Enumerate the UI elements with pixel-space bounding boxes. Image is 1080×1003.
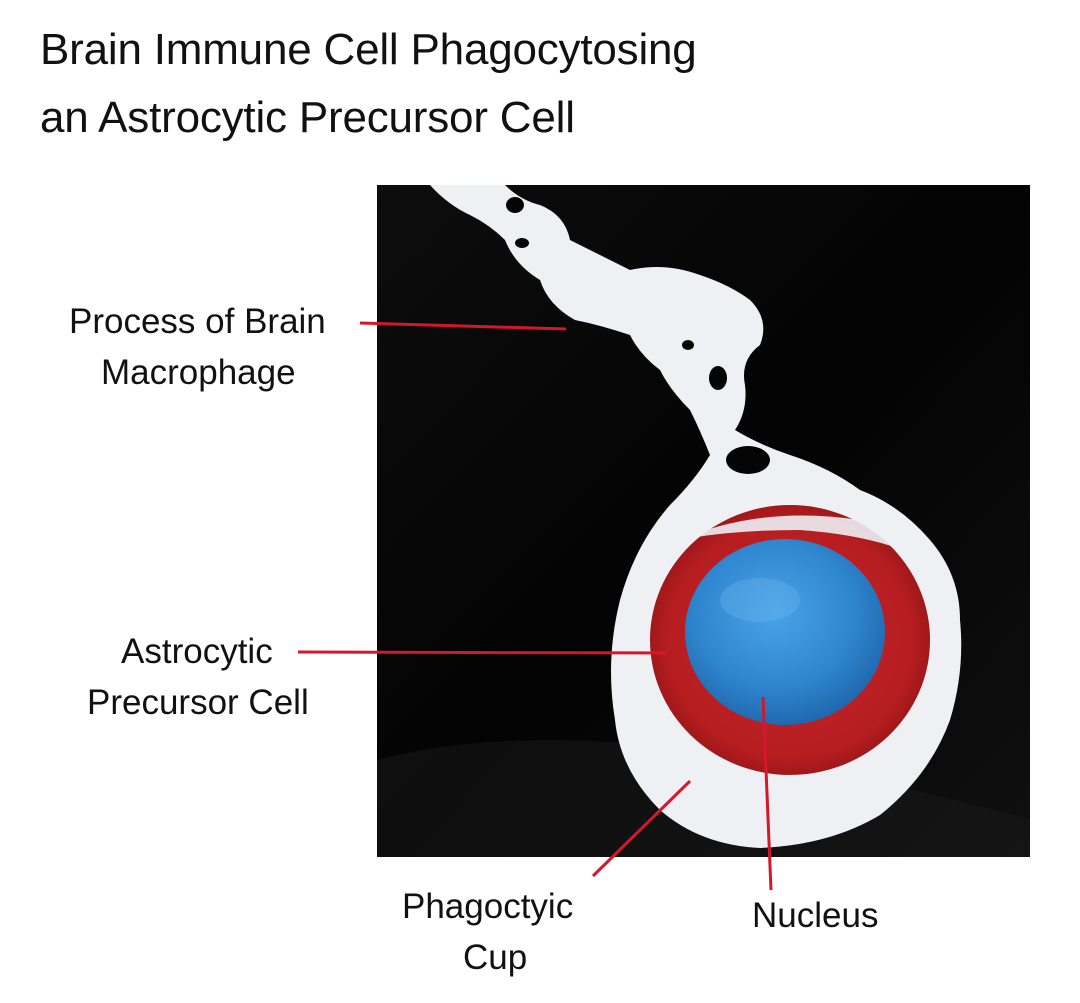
title-line-2: an Astrocytic Precursor Cell xyxy=(40,93,575,142)
process-hole xyxy=(682,340,694,350)
label-cup-line-2: Cup xyxy=(463,938,528,977)
leader-line-process xyxy=(359,321,567,331)
leader-line-cup xyxy=(591,779,692,878)
process-hole xyxy=(726,446,770,474)
label-process-line-1: Process of Brain xyxy=(69,302,326,341)
leader-line-nucleus xyxy=(761,696,773,891)
nucleus-highlight xyxy=(720,578,800,622)
process-hole xyxy=(515,238,529,248)
label-process-line-2: Macrophage xyxy=(101,353,296,392)
membrane-streak xyxy=(700,760,880,795)
process-hole xyxy=(506,197,524,213)
label-cup-line-1: Phagoctyic xyxy=(402,887,574,926)
leader-line-astrocytic xyxy=(297,650,668,655)
label-astrocytic-line-1: Astrocytic xyxy=(121,632,273,671)
title-line-1: Brain Immune Cell Phagocytosing xyxy=(40,25,697,74)
membrane-streak xyxy=(680,515,915,555)
nucleus-shape xyxy=(685,539,885,725)
label-nucleus: Nucleus xyxy=(752,896,879,935)
label-astrocytic-line-2: Precursor Cell xyxy=(87,683,309,722)
process-hole xyxy=(709,366,727,390)
